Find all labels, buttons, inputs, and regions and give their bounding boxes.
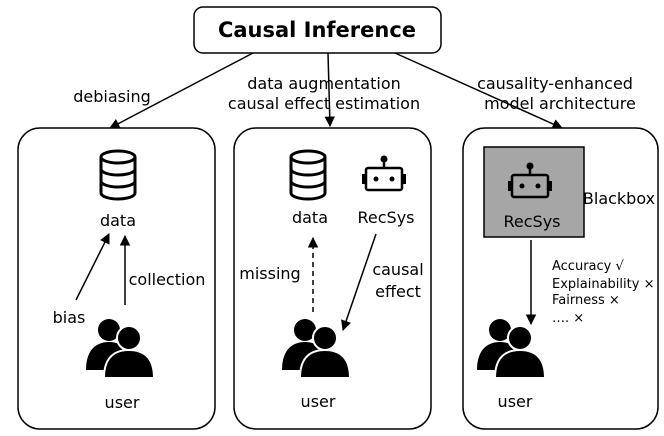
arrow-bias — [75, 233, 110, 301]
panel-debiasing: data bias collection user — [17, 127, 216, 430]
metric-item: Fairness × — [552, 293, 620, 308]
metric-item: Accuracy √ — [552, 259, 624, 274]
arrow-title-to-left — [109, 52, 254, 129]
arrow-title-to-right — [394, 52, 563, 129]
label-causal-effect-estimation: causal effect estimation — [228, 94, 420, 113]
title-box — [193, 6, 442, 54]
right-user-label: user — [498, 392, 533, 411]
left-bias-label: bias — [53, 308, 86, 327]
arrow-causal-effect — [341, 233, 377, 331]
label-data-augmentation: data augmentation — [247, 74, 401, 93]
middle-user-label: user — [301, 392, 336, 411]
panel-architecture: RecSys Blackbox Accuracy √ Explainabilit… — [462, 127, 659, 430]
metrics-list: Accuracy √ Explainability × Fairness × …… — [552, 259, 654, 326]
middle-causal-label: causal — [372, 260, 423, 279]
blackbox-rect — [483, 146, 585, 238]
arrow-title-to-middle — [324, 52, 335, 128]
label-debiasing: debiasing — [73, 87, 150, 106]
label-causality-enhanced: causality-enhanced — [477, 74, 633, 93]
label-model-architecture: model architecture — [484, 94, 636, 113]
left-collection-label: collection — [129, 270, 206, 289]
middle-effect-label: effect — [375, 282, 421, 301]
metric-item: Explainability × — [552, 277, 654, 292]
title-text: Causal Inference — [218, 18, 416, 42]
left-user-label: user — [105, 393, 140, 412]
middle-missing-label: missing — [239, 264, 300, 283]
middle-data-label: data — [292, 208, 328, 227]
panel-middle-box — [233, 127, 432, 430]
panel-left-box — [17, 127, 216, 430]
right-blackbox-label: Blackbox — [583, 189, 655, 208]
panel-augmentation: data RecSys missing causal effect user — [233, 127, 432, 430]
right-recsys-label: RecSys — [504, 212, 561, 231]
left-data-label: data — [100, 211, 136, 230]
metric-item: …. × — [552, 311, 584, 326]
middle-recsys-label: RecSys — [358, 208, 415, 227]
